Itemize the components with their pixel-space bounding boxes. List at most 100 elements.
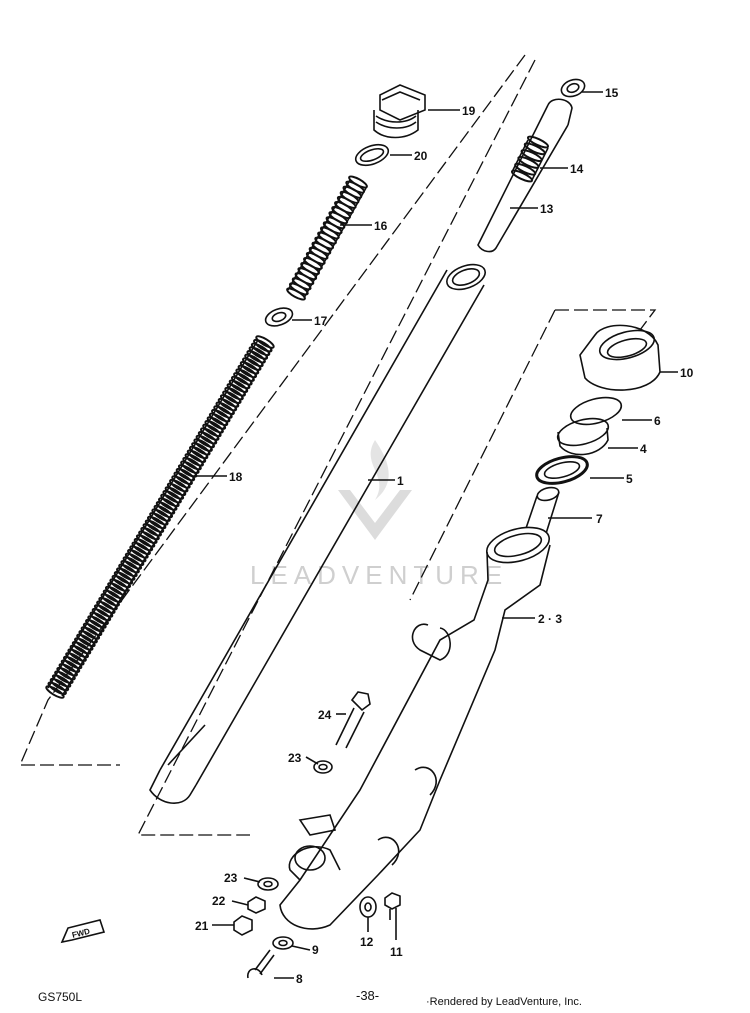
spring-coil (230, 375, 251, 390)
spring-coil (222, 390, 242, 405)
spring-coil (138, 530, 158, 545)
spring-coil (191, 442, 211, 456)
part-23-washer-lower (257, 877, 279, 891)
spring-coil (109, 578, 129, 592)
spring-coil (211, 408, 231, 423)
spring-coil (233, 372, 253, 386)
spring-coil (237, 364, 258, 379)
spring-coil (158, 497, 178, 511)
fwd-arrow-icon (60, 919, 106, 944)
spring-coil (162, 489, 182, 504)
spring-coil (45, 685, 65, 699)
callout-4: 4 (640, 442, 647, 456)
spring-coil (520, 149, 543, 163)
callout-1: 1 (397, 474, 404, 488)
part-20-o-ring (354, 143, 390, 167)
part-21-nut (233, 915, 253, 936)
spring-coil (186, 449, 207, 463)
page-number: -38- (356, 988, 380, 1003)
spring-coil (96, 600, 116, 615)
spring-coil (116, 567, 136, 581)
callout-14: 14 (570, 162, 584, 176)
spring-coil (54, 670, 74, 685)
spring-coil (242, 357, 262, 371)
spring-coil (523, 142, 546, 156)
spring-coil (62, 655, 83, 670)
spring-coil (526, 135, 550, 149)
spring-coil (133, 537, 154, 552)
part-23-washer-upper (313, 760, 333, 774)
model-code: GS750L (38, 990, 83, 1004)
spring-coil (58, 663, 78, 677)
spring-coil (89, 611, 109, 626)
spring-coil (60, 659, 81, 673)
render-credit: ·Rendered by LeadVenture, Inc. (426, 996, 582, 1008)
part-8-bolt (247, 949, 275, 979)
callout-8: 8 (296, 972, 303, 986)
spring-coil (51, 674, 72, 688)
spring-coil (76, 633, 96, 648)
spring-coil (100, 593, 120, 607)
callout-18: 18 (229, 470, 243, 484)
spring-coil (195, 434, 216, 449)
spring-coil (142, 523, 162, 537)
spring-coil (213, 405, 233, 419)
callout-5: 5 (626, 472, 633, 486)
spring-coil (85, 618, 105, 633)
part-5-ring (535, 455, 589, 485)
callout-11: 11 (390, 945, 403, 959)
callout-19: 19 (462, 104, 476, 118)
callout-9: 9 (312, 943, 319, 957)
spring-coil (67, 648, 87, 662)
part-4-oil-seal (556, 417, 610, 456)
callout-6: 6 (654, 414, 661, 428)
spring-coil (248, 346, 269, 360)
spring-coil (102, 589, 123, 603)
spring-coil (202, 423, 222, 438)
spring-coil (93, 604, 114, 618)
inner-tube-bracket (136, 59, 536, 836)
spring-coil (184, 453, 204, 467)
spring-coil (166, 482, 187, 497)
callout-13: 13 (540, 202, 554, 216)
spring-coil (514, 162, 537, 176)
spring-coil (188, 445, 209, 460)
spring-coil (144, 519, 165, 533)
callout-16: 16 (374, 219, 388, 233)
part-11-drain-screw (384, 892, 401, 920)
spring-coil (146, 515, 167, 530)
spring-coil (226, 383, 246, 397)
callout-7: 7 (596, 512, 603, 526)
callout-23-lower: 23 (224, 871, 238, 885)
callout-15: 15 (605, 86, 619, 100)
callout-21: 21 (195, 919, 209, 933)
watermark-text: LEADVENTURE (250, 560, 509, 590)
spring-coil (286, 287, 306, 301)
spring-coil (253, 338, 273, 353)
spring-coil (164, 486, 185, 500)
spring-coil (131, 541, 151, 556)
spring-coil (91, 607, 112, 622)
spring-coil (56, 666, 76, 681)
spring-coil (255, 335, 275, 349)
spring-coil (228, 379, 249, 393)
spring-coil (517, 155, 540, 169)
callout-24: 24 (318, 708, 332, 722)
spring-coil (239, 361, 260, 375)
part-17-washer (264, 307, 294, 327)
spring-coil (80, 626, 101, 640)
callout-20: 20 (414, 149, 428, 163)
spring-coil (78, 629, 98, 644)
part-12-washer (359, 896, 377, 918)
callout-17: 17 (314, 314, 328, 328)
spring-coil (510, 169, 534, 183)
spring-coil (169, 478, 189, 493)
spring-coil (118, 563, 138, 578)
part-22-nut (247, 896, 266, 914)
spring-coil (71, 641, 92, 655)
spring-coil (120, 559, 140, 574)
spring-coil (200, 427, 220, 441)
spring-coil (173, 471, 193, 486)
spring-coil (98, 596, 118, 611)
callout-22: 22 (212, 894, 226, 908)
